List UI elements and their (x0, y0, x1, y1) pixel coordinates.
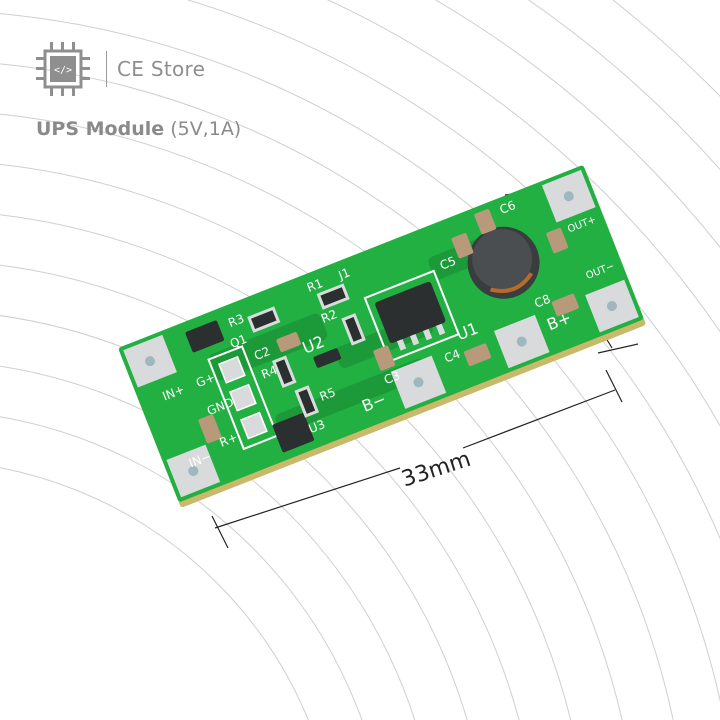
brand-name: CE Store (117, 57, 206, 81)
product-title: UPS Module (5V,1A) (36, 118, 241, 140)
svg-text:U3: U3 (307, 417, 327, 436)
svg-text:R+: R+ (217, 430, 239, 450)
svg-text:C6: C6 (498, 198, 518, 217)
width-dimension-label: 33mm (399, 447, 474, 493)
svg-text:R3: R3 (226, 311, 246, 330)
svg-text:C3: C3 (382, 368, 402, 387)
svg-text:Q1: Q1 (228, 332, 249, 351)
svg-text:G+: G+ (194, 370, 217, 390)
svg-text:R5: R5 (318, 385, 338, 404)
svg-text:C5: C5 (438, 254, 458, 273)
svg-text:C4: C4 (442, 347, 462, 366)
product-title-spec: (5V,1A) (170, 118, 242, 140)
svg-text:J1: J1 (335, 265, 351, 282)
svg-text:R2: R2 (319, 307, 339, 326)
chip-code-icon: </> (36, 42, 90, 96)
svg-text:R1: R1 (305, 276, 325, 295)
svg-text:</>: </> (54, 65, 72, 76)
brand-divider (106, 51, 107, 87)
brand-header: </> CE Store (34, 40, 205, 98)
svg-text:C2: C2 (252, 344, 272, 363)
svg-text:C8: C8 (532, 292, 552, 311)
svg-text:R4: R4 (259, 363, 279, 382)
pcb-board: R3 Q1 C2 R4 U2 R5 R1 J1 R2 C3 C4 C5 C6 C… (118, 165, 646, 508)
product-title-name: UPS Module (36, 118, 165, 140)
